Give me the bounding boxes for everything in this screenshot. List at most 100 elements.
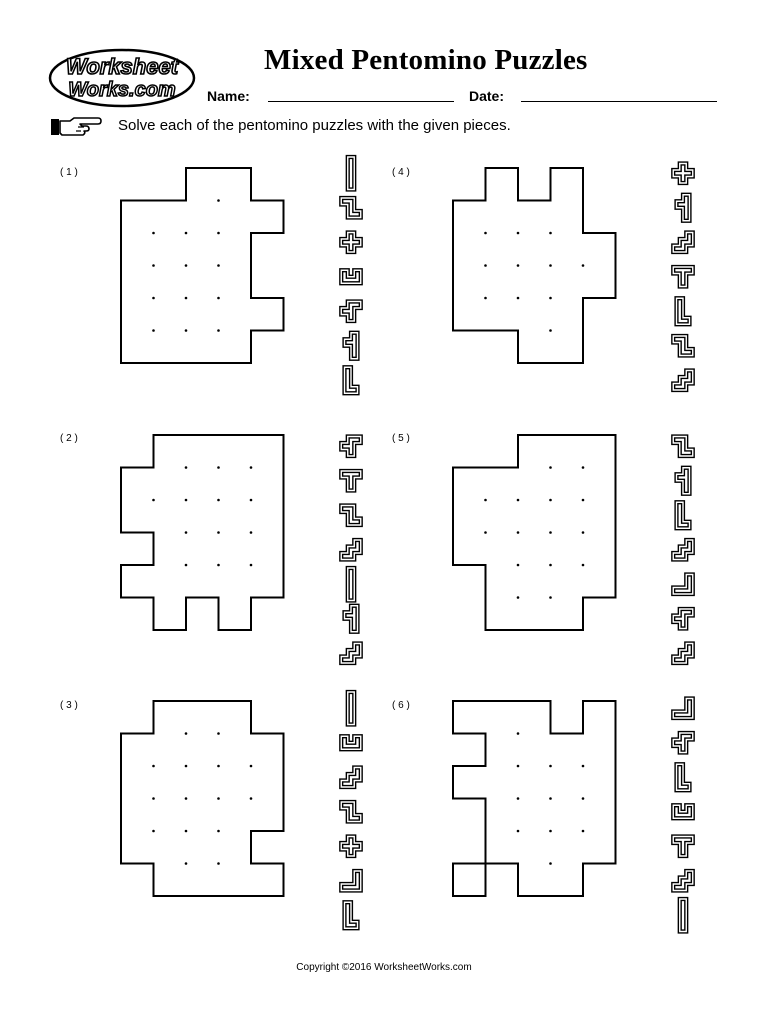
pentomino-piece-outline bbox=[339, 468, 363, 493]
pentomino-piece-outline bbox=[671, 161, 695, 186]
pentomino-piece-outline bbox=[339, 765, 363, 790]
name-field[interactable] bbox=[268, 101, 454, 102]
pentomino-piece-u bbox=[340, 269, 362, 284]
pentomino-piece-i bbox=[347, 567, 355, 602]
grid-dot bbox=[184, 862, 188, 865]
pentomino-piece-l bbox=[343, 366, 359, 394]
grid-dot bbox=[516, 563, 520, 567]
puzzle-5: ( 5 ) bbox=[392, 433, 695, 666]
pentomino-piece-q bbox=[340, 197, 362, 219]
grid-dot bbox=[217, 732, 220, 735]
grid-dot bbox=[217, 264, 220, 267]
grid-dot bbox=[217, 498, 220, 502]
pentomino-piece-w bbox=[672, 870, 694, 892]
pentomino-piece-f bbox=[340, 435, 362, 457]
grid-dot bbox=[516, 829, 520, 833]
pentomino-piece-outline bbox=[671, 868, 695, 893]
grid-dot bbox=[516, 596, 520, 599]
grid-dot bbox=[184, 498, 188, 502]
grid-dot bbox=[581, 531, 585, 534]
pentomino-piece-outline bbox=[677, 896, 689, 934]
grid-dot bbox=[217, 563, 220, 567]
svg-text:Works.com: Works.com bbox=[68, 79, 175, 101]
puzzle-board bbox=[452, 434, 617, 631]
puzzle-6: ( 6 ) bbox=[392, 696, 695, 934]
grid-dot bbox=[249, 531, 253, 534]
grid-dot bbox=[217, 531, 220, 534]
pentomino-piece-q bbox=[340, 801, 362, 823]
grid-dot bbox=[516, 797, 520, 800]
pentomino-piece-y bbox=[675, 467, 691, 495]
pentomino-piece-outline bbox=[339, 537, 363, 562]
grid-dot bbox=[217, 764, 220, 768]
puzzle-number: ( 2 ) bbox=[60, 433, 78, 444]
pentomino-piece-outline bbox=[345, 154, 357, 192]
pentomino-piece-t bbox=[340, 470, 362, 492]
grid-dot bbox=[152, 797, 155, 800]
grid-dot bbox=[217, 862, 220, 865]
grid-dot bbox=[249, 498, 253, 502]
date-label: Date: bbox=[469, 88, 505, 104]
pentomino-piece-x bbox=[340, 231, 362, 253]
grid-dot bbox=[549, 264, 552, 267]
grid-dot bbox=[516, 296, 520, 300]
pentomino-piece-outline bbox=[671, 572, 695, 597]
copyright: Copyright ©2016 WorksheetWorks.com bbox=[296, 962, 472, 973]
puzzle-2: ( 2 ) bbox=[60, 433, 363, 666]
grid-dot bbox=[152, 329, 155, 332]
pentomino-piece-w bbox=[340, 642, 362, 664]
grid-dot bbox=[484, 264, 487, 267]
grid-dot bbox=[184, 563, 188, 567]
pentomino-piece-u bbox=[340, 735, 362, 750]
grid-dot bbox=[184, 797, 188, 800]
grid-dot bbox=[484, 296, 487, 300]
grid-dot bbox=[549, 829, 552, 833]
grid-dot bbox=[249, 797, 253, 800]
pentomino-piece-i bbox=[679, 898, 687, 933]
pentomino-piece-outline bbox=[339, 195, 363, 220]
puzzle-1: ( 1 ) bbox=[60, 154, 363, 396]
grid-dot bbox=[581, 466, 585, 469]
grid-dot bbox=[217, 231, 220, 235]
worksheetworks-logo: Worksheet Works.com bbox=[48, 48, 196, 108]
grid-dot bbox=[549, 797, 552, 800]
pentomino-piece-outline bbox=[345, 565, 357, 603]
grid-dot bbox=[549, 498, 552, 502]
grid-dot bbox=[549, 531, 552, 534]
grid-dot bbox=[184, 296, 188, 300]
pentomino-piece-outline bbox=[671, 333, 695, 358]
pentomino-piece-u bbox=[672, 804, 694, 819]
grid-dot bbox=[516, 531, 520, 534]
puzzle-number: ( 6 ) bbox=[392, 700, 410, 711]
date-field[interactable] bbox=[521, 101, 717, 102]
pentomino-piece-outline bbox=[339, 641, 363, 666]
puzzle-number: ( 1 ) bbox=[60, 167, 78, 178]
grid-dot bbox=[549, 231, 552, 235]
grid-dot bbox=[484, 498, 487, 502]
grid-dot bbox=[581, 764, 585, 768]
pentomino-piece-outline bbox=[671, 264, 695, 289]
pentomino-piece-outline bbox=[671, 696, 695, 721]
name-label: Name: bbox=[207, 88, 250, 104]
pentomino-piece-q bbox=[672, 435, 694, 457]
pentomino-piece-f bbox=[340, 300, 362, 322]
pentomino-piece-n bbox=[672, 539, 694, 561]
grid-dot bbox=[484, 531, 487, 534]
grid-dot bbox=[581, 563, 585, 567]
pentomino-piece-i bbox=[347, 156, 355, 191]
grid-dot bbox=[549, 296, 552, 300]
pentomino-piece-outline bbox=[671, 606, 695, 631]
puzzle-number: ( 4 ) bbox=[392, 167, 410, 178]
grid-dot bbox=[217, 466, 220, 469]
grid-dot bbox=[549, 862, 552, 865]
grid-dot bbox=[581, 829, 585, 833]
pentomino-piece-l bbox=[675, 297, 691, 325]
pentomino-piece-w bbox=[672, 642, 694, 664]
puzzle-number: ( 3 ) bbox=[60, 700, 78, 711]
puzzle-3: ( 3 ) bbox=[60, 689, 363, 931]
grid-dot bbox=[516, 231, 520, 235]
grid-dot bbox=[184, 231, 188, 235]
grid-dot bbox=[152, 764, 155, 768]
pentomino-piece-t bbox=[672, 266, 694, 288]
grid-dot bbox=[484, 231, 487, 235]
